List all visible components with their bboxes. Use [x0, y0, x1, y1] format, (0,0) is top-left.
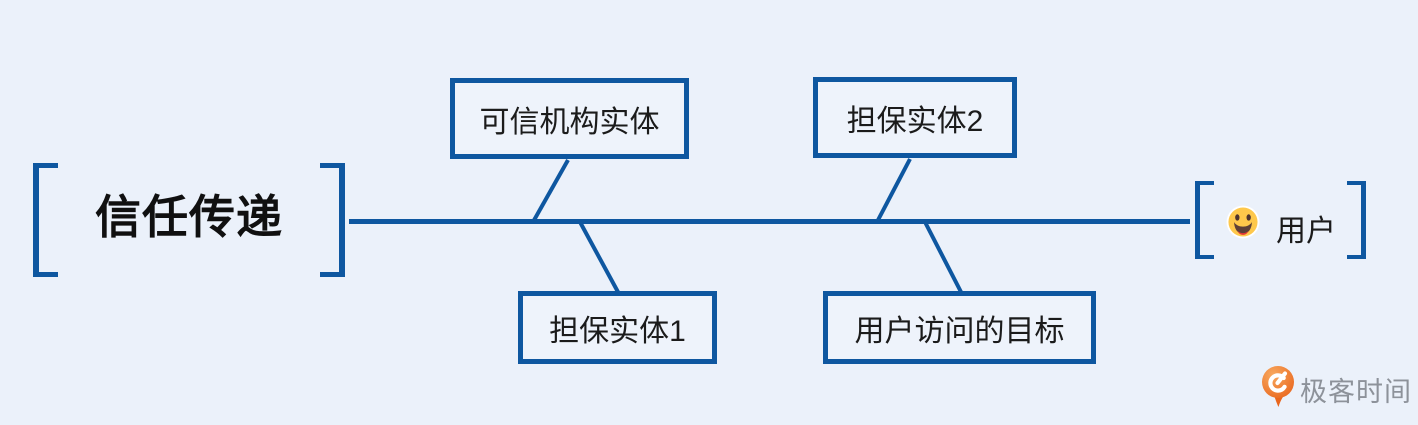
geektime-logo-icon: [1262, 366, 1294, 407]
user-close-bracket: [1347, 181, 1366, 259]
root-close-bracket: [320, 163, 345, 277]
node-guarantee-entity-2-label: 担保实体2: [846, 104, 984, 138]
watermark-label: 极客时间: [1300, 377, 1412, 407]
spine-line: [349, 219, 1190, 224]
user-label: 用户: [1276, 215, 1336, 248]
root-label: 信任传递: [95, 191, 283, 243]
node-guarantee-entity-2: 担保实体2: [813, 77, 1017, 158]
watermark: 极客时间: [1261, 366, 1412, 409]
node-trusted-authority: 可信机构实体: [450, 78, 689, 159]
root-open-bracket: [33, 163, 58, 277]
grinning-face-emoji: [1226, 205, 1260, 239]
node-user-access-target-label: 用户访问的目标: [854, 314, 1065, 348]
node-trusted-authority-label: 可信机构实体: [479, 105, 660, 139]
node-guarantee-entity-1-label: 担保实体1: [549, 314, 686, 348]
user-open-bracket: [1195, 181, 1214, 259]
node-guarantee-entity-1: 担保实体1: [518, 291, 717, 364]
node-user-access-target: 用户访问的目标: [823, 291, 1096, 364]
